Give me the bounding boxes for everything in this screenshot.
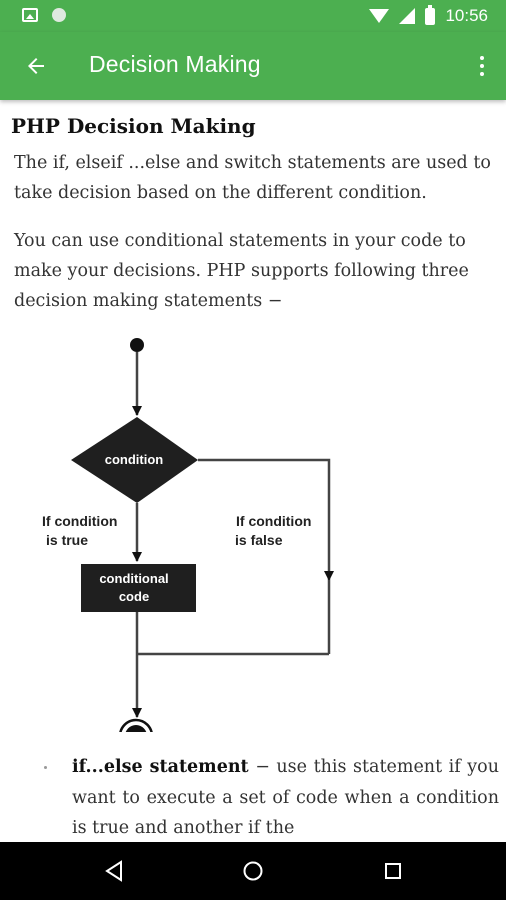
end-node-inner	[125, 725, 147, 732]
overflow-menu-button[interactable]	[470, 48, 494, 84]
signal-icon	[399, 8, 416, 24]
wifi-icon	[369, 9, 390, 23]
article-heading: PHP Decision Making	[11, 114, 256, 138]
decision-flowchart: condition If condition is true condition…	[42, 338, 334, 732]
more-vert-dot	[480, 64, 484, 68]
nav-recents-button[interactable]	[378, 856, 408, 886]
false-label-line2: is false	[235, 532, 283, 548]
more-vert-dot	[480, 72, 484, 76]
nav-back-button[interactable]	[99, 856, 129, 886]
status-time: 10:56	[445, 6, 488, 25]
arrow-false-branch	[198, 458, 334, 581]
intro-paragraph: The if, elseif ...else and switch statem…	[14, 153, 491, 203]
page-title: Decision Making	[89, 51, 261, 77]
true-label-line2: is true	[46, 532, 88, 548]
back-triangle-icon	[105, 860, 122, 882]
second-paragraph: You can use conditional statements in yo…	[14, 231, 469, 311]
app-bar: Decision Making	[0, 32, 506, 100]
bullet-bold-term: if...else statement	[72, 757, 249, 777]
conditional-code-box	[81, 564, 196, 612]
system-nav-bar	[0, 842, 506, 900]
nav-home-button[interactable]	[238, 856, 268, 886]
bullet-dot	[44, 766, 47, 769]
recents-square-icon	[385, 863, 401, 879]
condition-label: condition	[105, 452, 164, 467]
status-bar: 10:56	[0, 0, 506, 32]
battery-icon	[425, 4, 436, 25]
code-label-line1: conditional	[99, 571, 168, 586]
bullet-description: − use this statement if you want to exec…	[72, 757, 499, 838]
arrow-left-icon	[28, 58, 44, 74]
bullet-text: if...else statement − use this statement…	[72, 752, 499, 842]
back-button[interactable]	[16, 46, 56, 86]
home-circle-icon	[243, 861, 263, 881]
more-vert-icon	[480, 56, 484, 60]
code-label-line2: code	[119, 589, 149, 604]
image-icon	[22, 8, 38, 22]
end-node-outer	[119, 718, 153, 732]
true-label-line1: If condition	[42, 513, 117, 529]
article-content[interactable]: PHP Decision Making The if, elseif ...el…	[0, 100, 506, 842]
start-node	[130, 338, 144, 352]
condition-diamond	[71, 417, 198, 503]
false-label-line1: If condition	[236, 513, 311, 529]
circle-icon	[52, 8, 66, 22]
